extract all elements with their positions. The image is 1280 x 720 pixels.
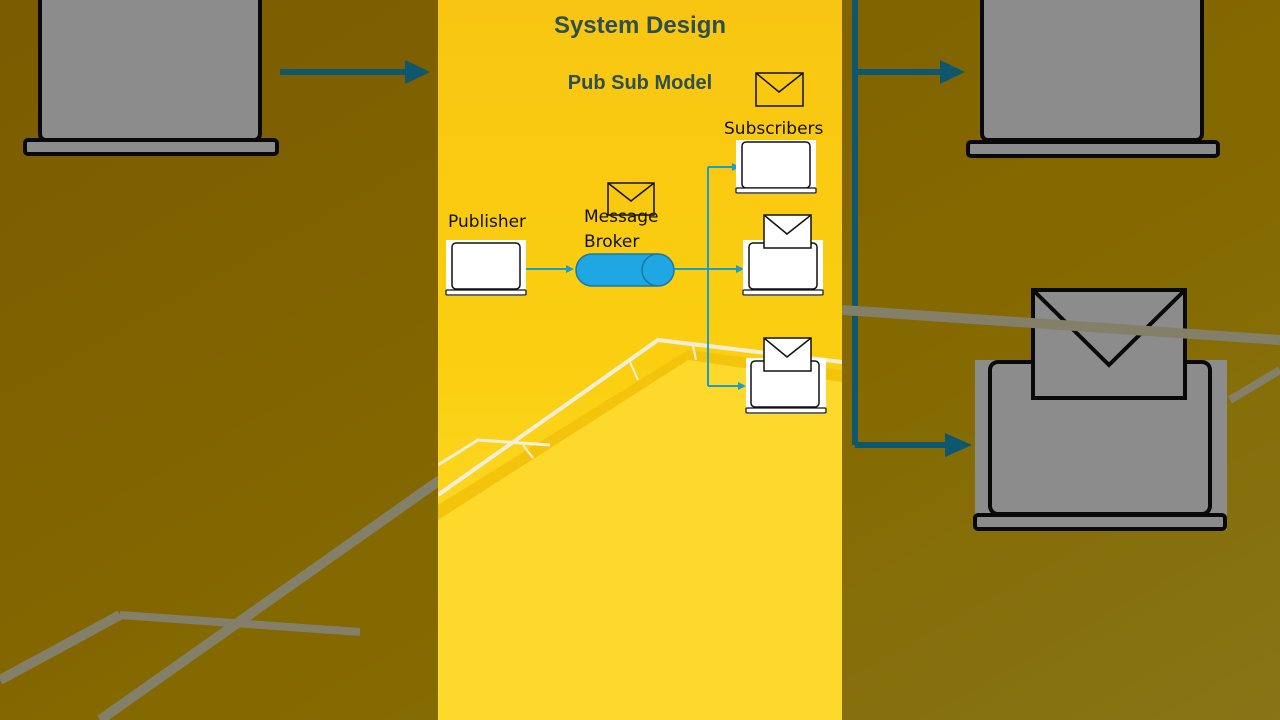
subscriber-envelope-icon-3 (763, 337, 812, 372)
video-frame: System Design Pub Sub Model (438, 0, 842, 720)
subscribers-label: Subscribers (724, 119, 824, 139)
arrow-head-sub3 (738, 382, 746, 390)
pubsub-diagram (445, 72, 827, 414)
message-broker-icon (575, 253, 675, 287)
publisher-label: Publisher (448, 212, 527, 232)
publisher-laptop-icon (445, 240, 527, 296)
background-laptop-right-bottom (973, 288, 1227, 531)
message-envelope-icon (607, 182, 655, 216)
subscriber-envelope-icon-top (755, 72, 804, 107)
publish-arrow (526, 265, 574, 273)
subscriber-laptop-icon-1 (735, 140, 817, 194)
broker-label-line1: Message (584, 207, 659, 227)
arrow-head-sub2 (736, 265, 744, 273)
background-dim-right (842, 0, 1280, 720)
fanout-arrows (674, 166, 740, 387)
background-laptop-right-top (966, 0, 1220, 158)
broker-label-line2: Broker (584, 232, 640, 252)
background-laptop-left (23, 0, 279, 156)
railing-lower (438, 438, 551, 467)
page-title: System Design (553, 12, 727, 39)
panel-background (438, 0, 842, 720)
background-dim-left (0, 0, 438, 720)
subscriber-envelope-icon-2 (763, 214, 812, 249)
page-subtitle: Pub Sub Model (567, 72, 713, 94)
subscriber-laptop-icon-2 (742, 240, 824, 296)
